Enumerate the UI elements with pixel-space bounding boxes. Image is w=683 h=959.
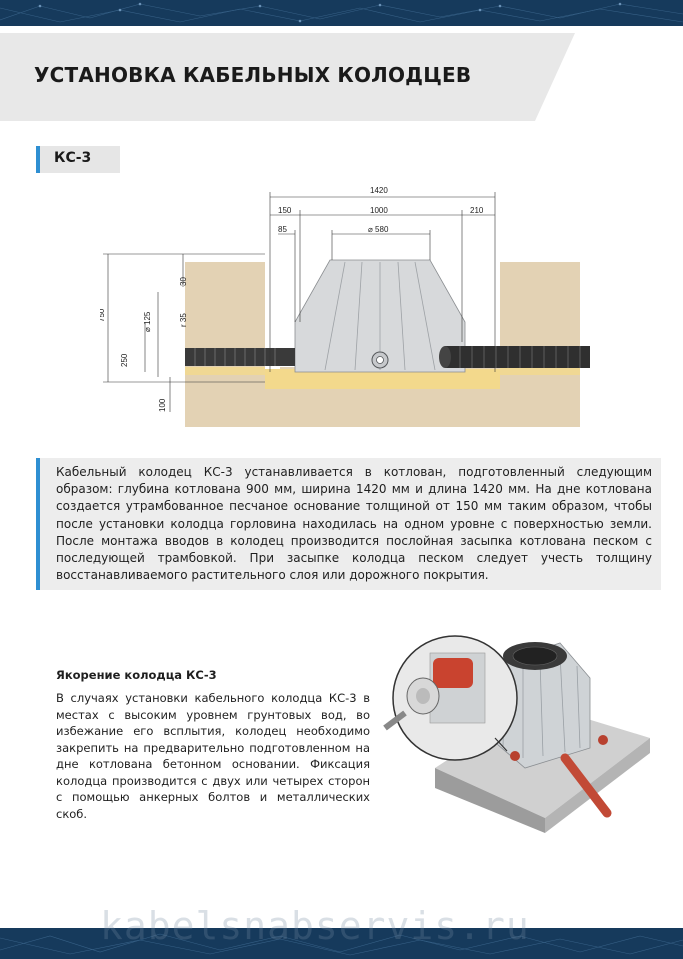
- soil-right-wall: [500, 262, 580, 427]
- well-installation-drawing: 1420 150 1000 210 85 ⌀ 580 750 30 ⌀ 125 …: [100, 186, 590, 427]
- corrugated-pipe-left: [185, 348, 295, 366]
- soil-left-wall: [185, 262, 265, 427]
- dim-150: 150: [278, 206, 292, 215]
- dim-85: 85: [278, 225, 287, 234]
- cable-pipe: [560, 753, 612, 818]
- dim-diameter-125: ⌀ 125: [143, 311, 152, 332]
- anchor-bracket-left: [510, 751, 520, 761]
- watermark-text: kabelsnabservis.ru: [100, 904, 530, 948]
- dim-580: ⌀ 580: [368, 225, 389, 234]
- section-tag-background: [36, 146, 120, 173]
- anchored-well-illustration: [383, 635, 650, 833]
- info-paragraph: Кабельный колодец КС-3 устанавливается в…: [56, 465, 652, 583]
- dim-1420: 1420: [370, 186, 388, 195]
- dim-1000: 1000: [370, 206, 388, 215]
- bottom-decorative-band: [0, 928, 683, 959]
- info-panel-accent-bar: [36, 458, 40, 590]
- page-title: УСТАНОВКА КАБЕЛЬНЫХ КОЛОДЦЕВ: [34, 63, 472, 87]
- dim-210: 210: [470, 206, 484, 215]
- sand-bed: [265, 369, 500, 389]
- network-pattern-graphic: [0, 2, 683, 23]
- dim-250: 250: [120, 353, 129, 367]
- dim-r35: r 35: [179, 313, 188, 327]
- anchoring-title: Якорение колодца КС-3: [56, 668, 217, 682]
- bracket-detail: [433, 658, 473, 688]
- dim-100: 100: [158, 398, 167, 412]
- top-decorative-band: [0, 0, 683, 26]
- corrugated-pipe-right: [439, 346, 590, 368]
- anchoring-paragraph: В случаях установки кабельного колодца К…: [56, 691, 370, 821]
- info-panel: [36, 458, 661, 590]
- footer-network-pattern: [0, 933, 683, 956]
- section-tag-accent-bar: [36, 146, 40, 173]
- soil-bottom: [265, 382, 500, 427]
- anchor-bracket-right: [598, 735, 608, 745]
- dim-30: 30: [179, 277, 188, 286]
- section-tag-label: КС-3: [54, 150, 92, 166]
- dim-750: 750: [100, 308, 106, 322]
- header-background: [0, 33, 575, 121]
- concrete-base-side: [435, 768, 545, 833]
